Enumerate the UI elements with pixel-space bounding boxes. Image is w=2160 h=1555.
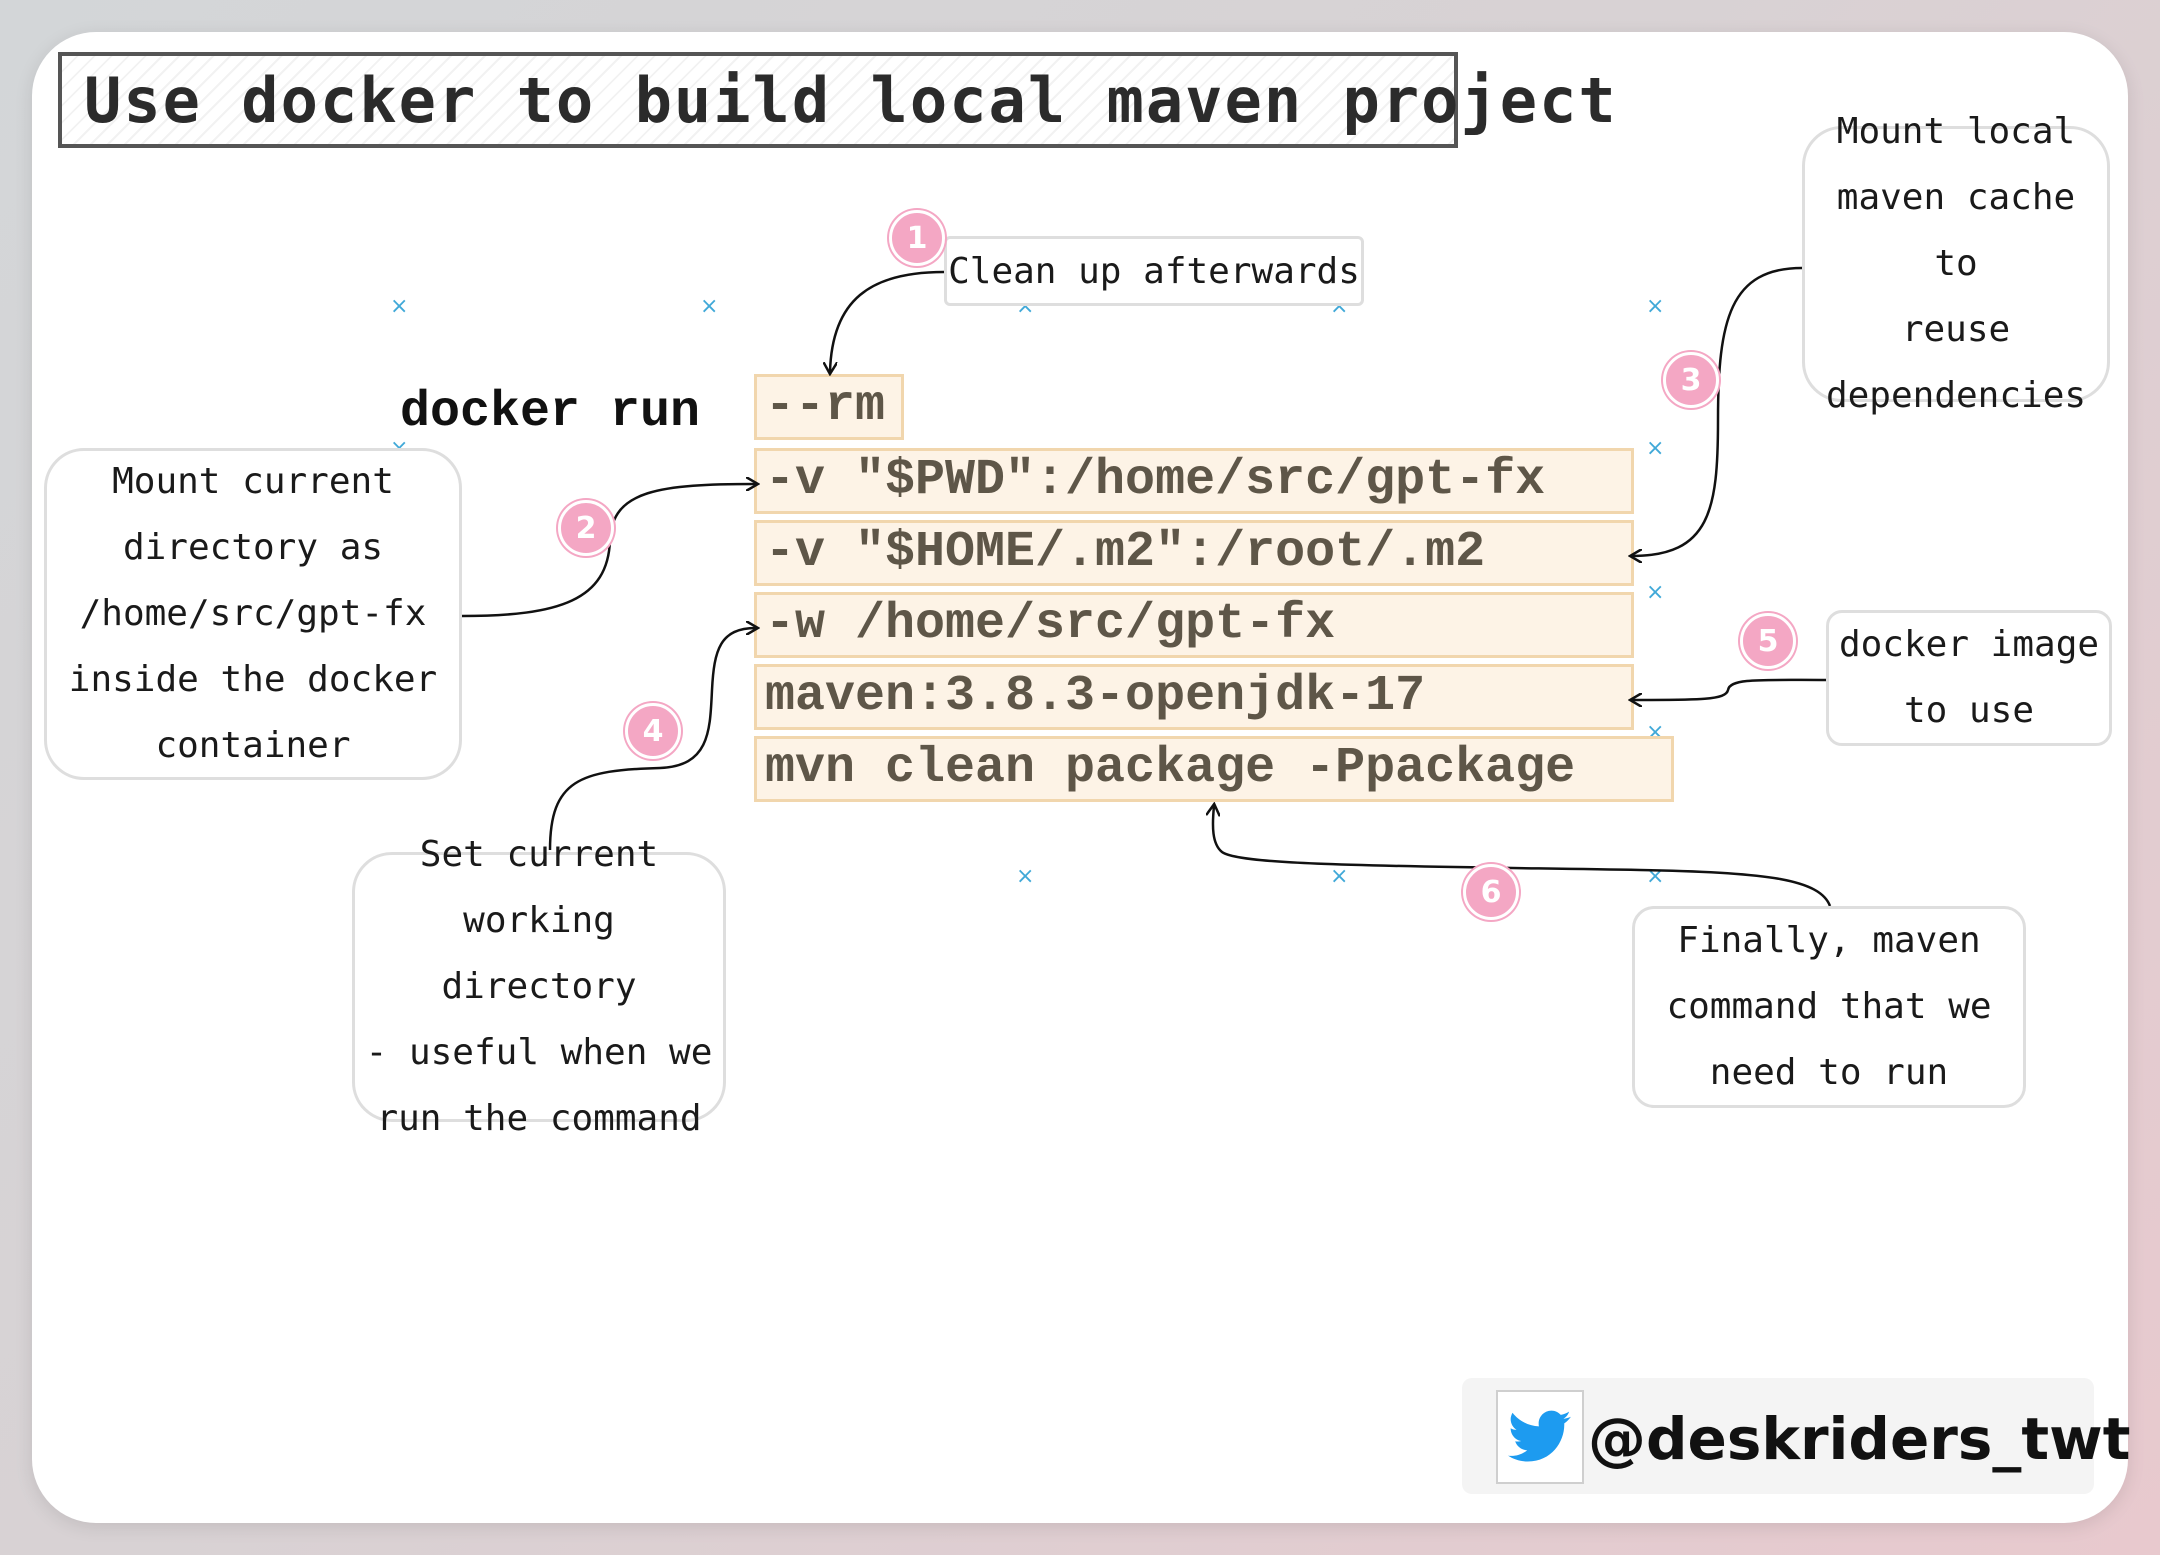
note-text: Mount current: [112, 461, 394, 502]
note-mount-current: Mount current directory as /home/src/gpt…: [44, 448, 462, 780]
note-text: - useful when we: [365, 1032, 713, 1073]
command-line-rm: --rm: [754, 374, 904, 440]
step-badge-5: 5: [1740, 613, 1796, 669]
step-badge-6: 6: [1463, 864, 1519, 920]
step-badge-2: 2: [558, 500, 614, 556]
note-text: command that we: [1666, 986, 1992, 1027]
note-text: inside the docker: [68, 659, 438, 700]
grid-marker: ×: [700, 294, 719, 319]
note-text: directory as: [122, 527, 384, 568]
twitter-bird-icon-svg: [1508, 1410, 1571, 1462]
command-prefix: docker run: [400, 384, 701, 441]
diagram-title: Use docker to build local maven project: [84, 63, 1618, 137]
arrow-1: [830, 270, 945, 372]
command-line-mount-pwd: -v "$PWD":/home/src/gpt-fx: [754, 448, 1634, 514]
title-box: Use docker to build local maven project: [58, 52, 1616, 148]
note-text: Finally, maven: [1677, 920, 1981, 961]
note-maven-command: Finally, maven command that we need to r…: [1632, 906, 2026, 1108]
arrow-6: [1213, 806, 1832, 907]
step-badge-4: 4: [625, 703, 681, 759]
twitter-handle[interactable]: @deskriders_twt: [1588, 1405, 2131, 1473]
note-set-workdir: Set current working directory - useful w…: [352, 834, 726, 1139]
command-line-workdir: -w /home/src/gpt-fx: [754, 592, 1634, 658]
arrow-4: [548, 628, 756, 851]
arrow-3: [1632, 266, 1803, 556]
twitter-bird-icon: [1496, 1390, 1584, 1484]
note-text: reuse: [1901, 309, 2011, 350]
note-text: Set current: [419, 834, 659, 875]
note-text: maven cache to: [1836, 177, 2076, 284]
note-text: working directory: [441, 900, 637, 1007]
note-text: Clean up afterwards: [948, 250, 1360, 292]
grid-marker: ×: [1646, 580, 1665, 605]
arrow-2: [461, 484, 756, 618]
note-text: docker image: [1838, 624, 2100, 665]
grid-marker: ×: [1646, 294, 1665, 319]
note-docker-image: docker image to use: [1826, 610, 2112, 746]
command-line-mvn: mvn clean package -Ppackage: [754, 736, 1674, 802]
note-text: container: [155, 725, 351, 766]
note-text: dependencies: [1825, 375, 2087, 416]
arrow-5: [1632, 678, 1827, 700]
grid-marker: ×: [1016, 864, 1035, 889]
note-text: need to run: [1709, 1052, 1949, 1093]
grid-marker: ×: [390, 294, 409, 319]
step-badge-1: 1: [889, 210, 945, 266]
note-clean-up: Clean up afterwards: [944, 236, 1364, 306]
command-line-mount-m2: -v "$HOME/.m2":/root/.m2: [754, 520, 1634, 586]
grid-marker: ×: [1330, 864, 1349, 889]
note-text: run the command: [376, 1098, 702, 1139]
note-mount-maven-cache: Mount local maven cache to reuse depende…: [1802, 111, 2110, 416]
grid-marker: ×: [1646, 436, 1665, 461]
note-text: Mount local: [1836, 111, 2076, 152]
note-text: to use: [1903, 690, 2035, 731]
command-line-image: maven:3.8.3-openjdk-17: [754, 664, 1634, 730]
step-badge-3: 3: [1663, 352, 1719, 408]
note-text: /home/src/gpt-fx: [79, 593, 427, 634]
